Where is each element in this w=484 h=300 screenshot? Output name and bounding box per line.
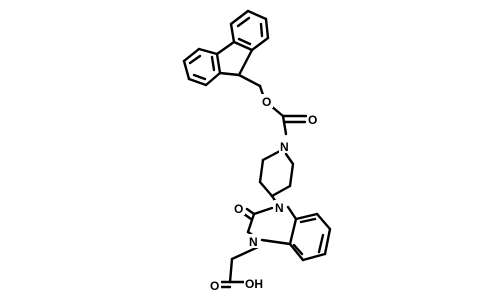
- bond: [294, 212, 319, 221]
- bond: [215, 52, 222, 75]
- fmoc-linker: [237, 73, 308, 136]
- bond: [299, 217, 317, 224]
- bond: [252, 206, 274, 216]
- atom-label-imidazole-n-upper: N: [275, 201, 284, 215]
- bond: [187, 77, 208, 87]
- bond: [260, 238, 292, 246]
- bond: [288, 242, 305, 262]
- bond: [264, 17, 270, 40]
- bond: [237, 73, 262, 88]
- bond: [230, 245, 260, 261]
- atom-bg: [261, 94, 273, 108]
- bond: [258, 180, 274, 198]
- bond: [286, 205, 298, 221]
- atom-bg: [279, 139, 291, 153]
- bond: [237, 37, 252, 46]
- bond: [182, 47, 201, 63]
- piperidine-ring: [258, 149, 295, 198]
- bond: [292, 243, 304, 256]
- bond: [250, 36, 270, 52]
- atom-label-acid-oh: OH: [245, 277, 263, 291]
- atom-label-imidazole-n-lower: N: [249, 235, 258, 249]
- atom-label-piperidine-n: N: [280, 140, 289, 154]
- bond: [228, 257, 234, 284]
- bond: [236, 16, 251, 28]
- fluorene-lower-ring: [182, 47, 222, 87]
- acetic-acid-arm: [219, 245, 260, 289]
- bond: [229, 22, 236, 44]
- fluorene-five-ring: [215, 40, 254, 77]
- bond: [242, 212, 253, 221]
- bond: [270, 184, 292, 198]
- bond: [237, 48, 254, 77]
- bond: [229, 9, 250, 26]
- atom-bg: [209, 278, 221, 292]
- atom-bg: [244, 276, 266, 290]
- bond: [245, 207, 256, 216]
- bond: [232, 40, 254, 52]
- imidazolone-ring: [242, 205, 298, 246]
- bond: [317, 233, 325, 254]
- bond: [258, 158, 265, 184]
- atom-bg: [233, 201, 245, 215]
- bond: [315, 212, 332, 231]
- bond: [246, 9, 268, 21]
- bond: [182, 59, 191, 81]
- bond: [215, 40, 236, 56]
- bond: [218, 71, 241, 77]
- bond: [323, 227, 332, 256]
- bond: [204, 71, 222, 87]
- bond: [192, 73, 207, 81]
- bond: [259, 22, 264, 38]
- bond: [301, 252, 327, 262]
- atom-label-carbonyl-o: O: [308, 113, 317, 127]
- atom-bg: [248, 234, 260, 248]
- bond: [258, 84, 265, 97]
- atom-label-carbamate-o: O: [262, 95, 271, 109]
- atom-bg: [274, 200, 286, 214]
- bond: [288, 162, 295, 188]
- bond: [246, 212, 256, 234]
- fluorene-upper-ring: [229, 9, 270, 52]
- bond: [188, 54, 202, 65]
- bond: [197, 47, 219, 56]
- atom-bg: [307, 112, 319, 126]
- bond: [210, 55, 216, 72]
- bond: [281, 114, 288, 136]
- bond: [284, 152, 295, 166]
- bond: [261, 149, 282, 162]
- atom-label-urea-o: O: [234, 202, 243, 216]
- benzimidazole-benzene-ring: [288, 212, 332, 262]
- atom-label-acid-o: O: [210, 279, 219, 293]
- bond: [288, 217, 298, 246]
